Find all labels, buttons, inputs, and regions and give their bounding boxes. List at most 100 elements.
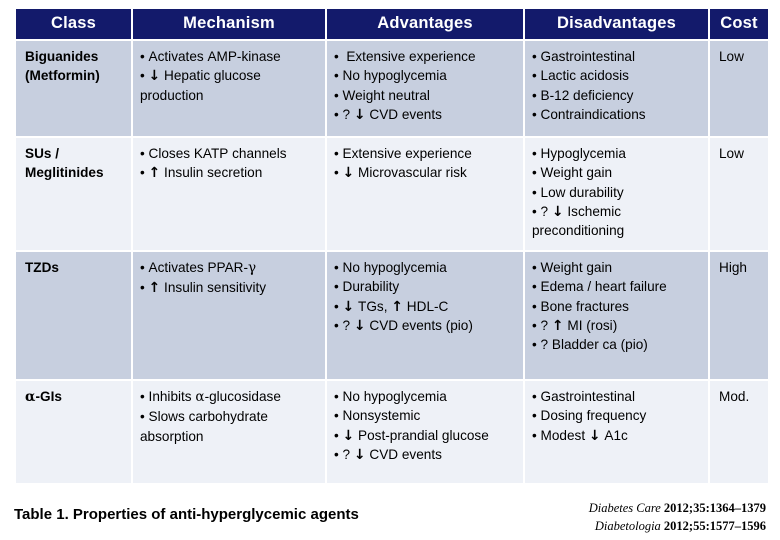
citation-journal: Diabetes Care [588,501,661,515]
cell-line: • Extensive experience [334,49,476,64]
cell-line: • ↓ TGs, ↑ HDL-C [334,298,449,315]
cell-line: • ? ↓ CVD events [334,446,442,463]
cell-line: preconditioning [532,223,625,239]
cell-line: • ? ↓ CVD events [334,106,442,123]
down-arrow-icon: ↓ [342,165,355,182]
cell-line: • Hypoglycemia [532,146,626,161]
cell-line: • Weight neutral [334,87,430,103]
column-header-cost: Cost [710,9,768,39]
cell-line-group: High [719,258,761,277]
cell-line-group: Biguanides (Metformin) [25,47,124,86]
down-arrow-icon: ↓ [342,298,355,315]
cell-line: Low [719,49,744,64]
cell-cost: Low [710,138,768,250]
cell-advantages: • No hypoglycemia • Nonsystemic • ↓ Post-p… [327,381,523,483]
cell-mechanism: • Inhibits α-glucosidase• Slows carbohyd… [133,381,325,483]
cell-advantages: • No hypoglycemia • Durability • ↓ TGs, ↑ … [327,252,523,379]
cell-line-group: • Weight gain• Edema / heart failure• Bo… [532,258,701,354]
cell-advantages: • Extensive experience • ↓ Microvascular … [327,138,523,250]
cell-line: • Gastrointestinal [532,389,635,404]
cell-disadvantages: • Weight gain• Edema / heart failure• Bo… [525,252,708,379]
cell-line: • ? ↓ Ischemic [532,203,622,220]
cell-line: (Metformin) [25,68,100,84]
cell-line: production [140,87,204,103]
up-arrow-icon: ↑ [148,280,161,297]
cell-line: • Weight gain [532,260,613,275]
cell-line: • ↓ Post-prandial glucose [334,427,489,444]
cell-line: • ? Bladder ca (pio) [532,337,648,353]
down-arrow-icon: ↓ [588,427,601,444]
cell-advantages: • Extensive experience • No hypoglycemia •… [327,41,523,136]
cell-line: • Modest ↓ A1c [532,427,628,444]
cell-line: • Dosing frequency [532,408,647,424]
citation-reference: 2012;35:1364–1379 [660,501,766,515]
cell-line-group: • Extensive experience • ↓ Microvascular … [334,144,516,183]
cell-line-group: TZDs [25,258,124,277]
properties-table: Class Mechanism Advantages Disadvantages… [14,7,770,485]
cell-line: • No hypoglycemia [334,68,447,84]
cell-line: • Activates AMP-kinase [140,49,281,64]
up-arrow-icon: ↑ [148,165,161,182]
table-row: TZDs • Activates PPAR-γ• ↑ Insulin sensit… [16,252,768,379]
cell-mechanism: • Activates AMP-kinase • ↓ Hepatic glucos… [133,41,325,136]
down-arrow-icon: ↓ [353,106,366,123]
cell-line: • Low durability [532,184,624,200]
up-arrow-icon: ↑ [391,298,404,315]
table-row: SUs /Meglitinides• Closes KATP channels•… [16,138,768,250]
cell-class: TZDs [16,252,131,379]
cell-line-group: • No hypoglycemia • Nonsystemic • ↓ Post-p… [334,387,516,464]
cell-line-group: Low [719,144,761,163]
cell-line: • Nonsystemic [334,408,421,424]
cell-line: absorption [140,428,204,444]
cell-line: • B-12 deficiency [532,87,634,103]
table-body: Biguanides (Metformin) • Activates AMP-kin… [16,41,768,483]
cell-cost: Mod. [710,381,768,483]
cell-line: • ↑ Insulin secretion [140,165,263,182]
down-arrow-icon: ↓ [353,446,366,463]
cell-line: Biguanides [25,49,99,64]
cell-line: • Closes KATP channels [140,146,287,161]
citation-line: Diabetes Care 2012;35:1364–1379 [589,500,766,518]
cell-line: • Weight gain [532,165,613,181]
cell-line: • Gastrointestinal [532,49,635,64]
cell-line: High [719,260,747,275]
cell-line-group: Mod. [719,387,761,406]
cell-mechanism: • Closes KATP channels • ↑ Insulin secret… [133,138,325,250]
table-row: Biguanides (Metformin) • Activates AMP-kin… [16,41,768,136]
cell-line: • Contraindications [532,106,646,122]
cell-disadvantages: • Gastrointestinal• Lactic acidosis• B-1… [525,41,708,136]
cell-line: • Extensive experience [334,146,472,161]
cell-line: • Edema / heart failure [532,279,667,295]
cell-line: α-GIs [25,389,62,405]
cell-line: • No hypoglycemia [334,260,447,275]
down-arrow-icon: ↓ [342,427,355,444]
cell-cost: High [710,252,768,379]
column-header-disadvantages: Disadvantages [525,9,708,39]
cell-line-group: • Gastrointestinal• Lactic acidosis• B-1… [532,47,701,124]
cell-line: • No hypoglycemia [334,389,447,404]
cell-line-group: • No hypoglycemia • Durability • ↓ TGs, ↑ … [334,258,516,335]
cell-line-group: SUs /Meglitinides [25,144,124,183]
cell-line-group: • Closes KATP channels • ↑ Insulin secret… [140,144,318,183]
up-arrow-icon: ↑ [551,317,564,334]
cell-line: Mod. [719,389,750,404]
cell-line-group: • Hypoglycemia • Weight gain • Low durabil… [532,144,701,240]
cell-disadvantages: • Hypoglycemia • Weight gain • Low durabil… [525,138,708,250]
citation-journal: Diabetologia [594,518,661,533]
down-arrow-icon: ↓ [551,203,564,220]
cell-line: • ↓ Hepatic glucose [140,68,261,85]
table-caption: Table 1. Properties of anti-hyperglycemi… [14,506,359,523]
cell-cost: Low [710,41,768,136]
cell-line: • Durability [334,279,400,295]
cell-line-group: • Activates AMP-kinase • ↓ Hepatic glucos… [140,47,318,105]
cell-line: • ↓ Microvascular risk [334,165,467,182]
cell-line: • Activates PPAR-γ [140,260,257,276]
cell-line-group: • Activates PPAR-γ• ↑ Insulin sensitivit… [140,258,318,298]
cell-class: Biguanides (Metformin) [16,41,131,136]
column-header-advantages: Advantages [327,9,523,39]
table-header: Class Mechanism Advantages Disadvantages… [16,9,768,39]
cell-line: SUs / [25,146,59,161]
cell-line-group: • Gastrointestinal • Dosing frequency • Mo… [532,387,701,445]
cell-class: SUs /Meglitinides [16,138,131,250]
